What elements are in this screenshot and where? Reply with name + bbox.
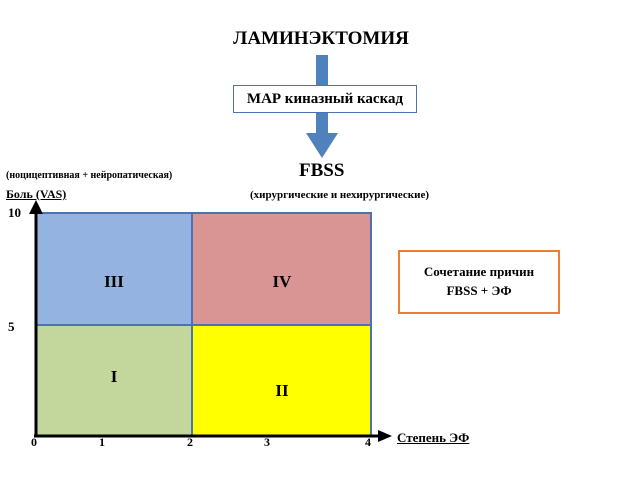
pain-types-label: (ноцицептивная + нейропатическая)	[6, 170, 173, 181]
combination-box: Сочетание причин FBSS + ЭФ	[398, 250, 560, 314]
quadrant-label-II: II	[275, 381, 289, 400]
pain-axis-label: Боль (VAS)	[6, 187, 67, 201]
x-tick-2: 2	[187, 435, 193, 449]
x-tick-0: 0	[31, 435, 37, 449]
quadrant-label-III: III	[104, 272, 124, 291]
fbss-subtitle: (хирургические и нехирургические)	[250, 189, 430, 201]
combination-line-2: FBSS + ЭФ	[446, 283, 512, 298]
x-tick-3: 3	[264, 435, 270, 449]
diagram-title: ЛАМИНЭКТОМИЯ	[233, 28, 409, 49]
fbss-label: FBSS	[299, 160, 345, 181]
quadrant-label-IV: IV	[272, 272, 292, 291]
quadrant-I	[35, 324, 193, 437]
x-tick-4: 4	[365, 435, 371, 449]
combination-line-1: Сочетание причин	[423, 264, 535, 279]
map-kinase-box: МАР киназный каскад	[233, 85, 417, 113]
quadrant-IV	[191, 212, 372, 326]
y-tick-5: 5	[8, 319, 15, 334]
y-tick-10: 10	[8, 205, 21, 220]
y-axis	[29, 200, 43, 436]
quadrant-label-I: I	[110, 367, 118, 386]
ef-axis-label: Степень ЭФ	[397, 430, 470, 445]
x-axis	[34, 430, 392, 442]
quadrant-III	[35, 212, 193, 326]
x-tick-1: 1	[99, 435, 105, 449]
